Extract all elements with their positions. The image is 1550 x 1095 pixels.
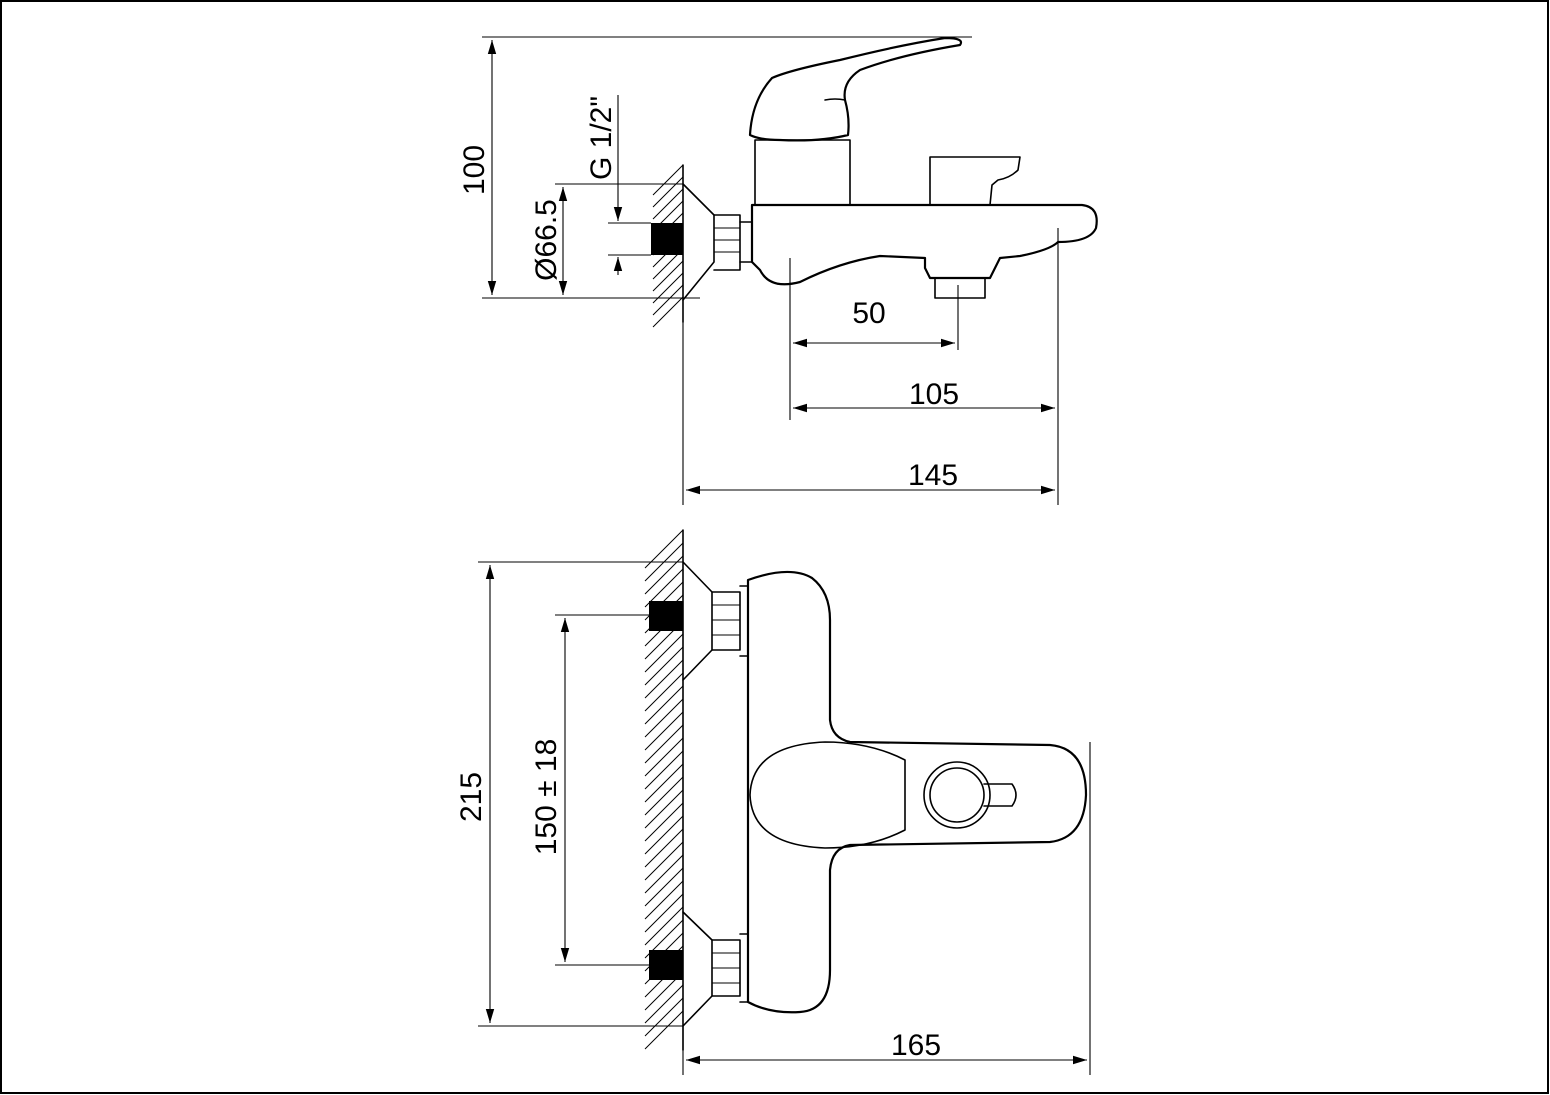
dim-diameter: Ø66.5	[530, 183, 683, 299]
dim-depth-145: 145	[682, 322, 1055, 505]
hatch-line	[644, 880, 684, 920]
front-view: 215 150 ± 18 165	[455, 529, 1091, 1075]
dim-total-height-label: 215	[455, 772, 488, 822]
hatch-line	[644, 997, 684, 1037]
front-escutcheon-bottom	[682, 911, 749, 1027]
side-mixer-body	[748, 36, 1098, 299]
hatch-line	[644, 646, 684, 686]
hatch-line	[644, 698, 684, 738]
dim-reach-label: 105	[909, 378, 959, 411]
dim-center-distance: 150 ± 18	[530, 614, 650, 966]
hatch-line	[652, 188, 684, 220]
hatch-line	[644, 776, 684, 816]
hatch-line	[644, 763, 684, 803]
dim-total-width-label: 165	[891, 1029, 941, 1062]
hatch-line	[644, 737, 684, 777]
hatch-line	[652, 296, 684, 328]
dim-outlet-label: 50	[852, 297, 885, 330]
hatch-line	[644, 711, 684, 751]
front-pipe-insert-bottom	[649, 950, 683, 980]
dim-thread-label: G 1/2"	[585, 96, 618, 180]
dim-diameter-label: Ø66.5	[530, 199, 563, 281]
dim-outlet-50: 50	[789, 258, 959, 420]
hatch-line	[644, 789, 684, 829]
front-pipe-insert-top	[649, 601, 683, 631]
dim-thread: G 1/2"	[585, 95, 651, 275]
hatch-line	[644, 1010, 684, 1050]
front-mixer-body	[746, 570, 1088, 1014]
hatch-line	[644, 659, 684, 699]
hatch-line	[652, 176, 684, 208]
hatch-line	[652, 260, 684, 292]
hatch-line	[644, 828, 684, 868]
side-pipe-insert	[651, 223, 683, 255]
hatch-line	[644, 867, 684, 907]
hatch-line	[644, 750, 684, 790]
hatch-line	[644, 906, 684, 946]
dim-reach-105: 105	[793, 228, 1059, 505]
dim-total-height-215: 215	[455, 561, 683, 1027]
hatch-line	[652, 284, 684, 316]
hatch-line	[644, 724, 684, 764]
dim-center-distance-label: 150 ± 18	[530, 739, 563, 856]
hatch-line	[652, 164, 684, 196]
hatch-line	[644, 633, 684, 673]
hatch-line	[644, 685, 684, 725]
hatch-line	[644, 893, 684, 933]
hatch-line	[644, 841, 684, 881]
hatch-line	[644, 984, 684, 1024]
dim-height-label: 100	[458, 145, 491, 195]
front-escutcheon-top	[682, 561, 749, 681]
hatch-line	[644, 802, 684, 842]
dim-depth-label: 145	[908, 459, 958, 492]
dim-total-width-165: 165	[682, 742, 1091, 1075]
side-escutcheon	[682, 183, 753, 301]
hatch-line	[644, 568, 684, 608]
hatch-line	[644, 672, 684, 712]
hatch-line	[644, 854, 684, 894]
hatch-line	[644, 815, 684, 855]
side-view: 100 Ø66.5 G 1/2" 50 105	[458, 36, 1098, 505]
